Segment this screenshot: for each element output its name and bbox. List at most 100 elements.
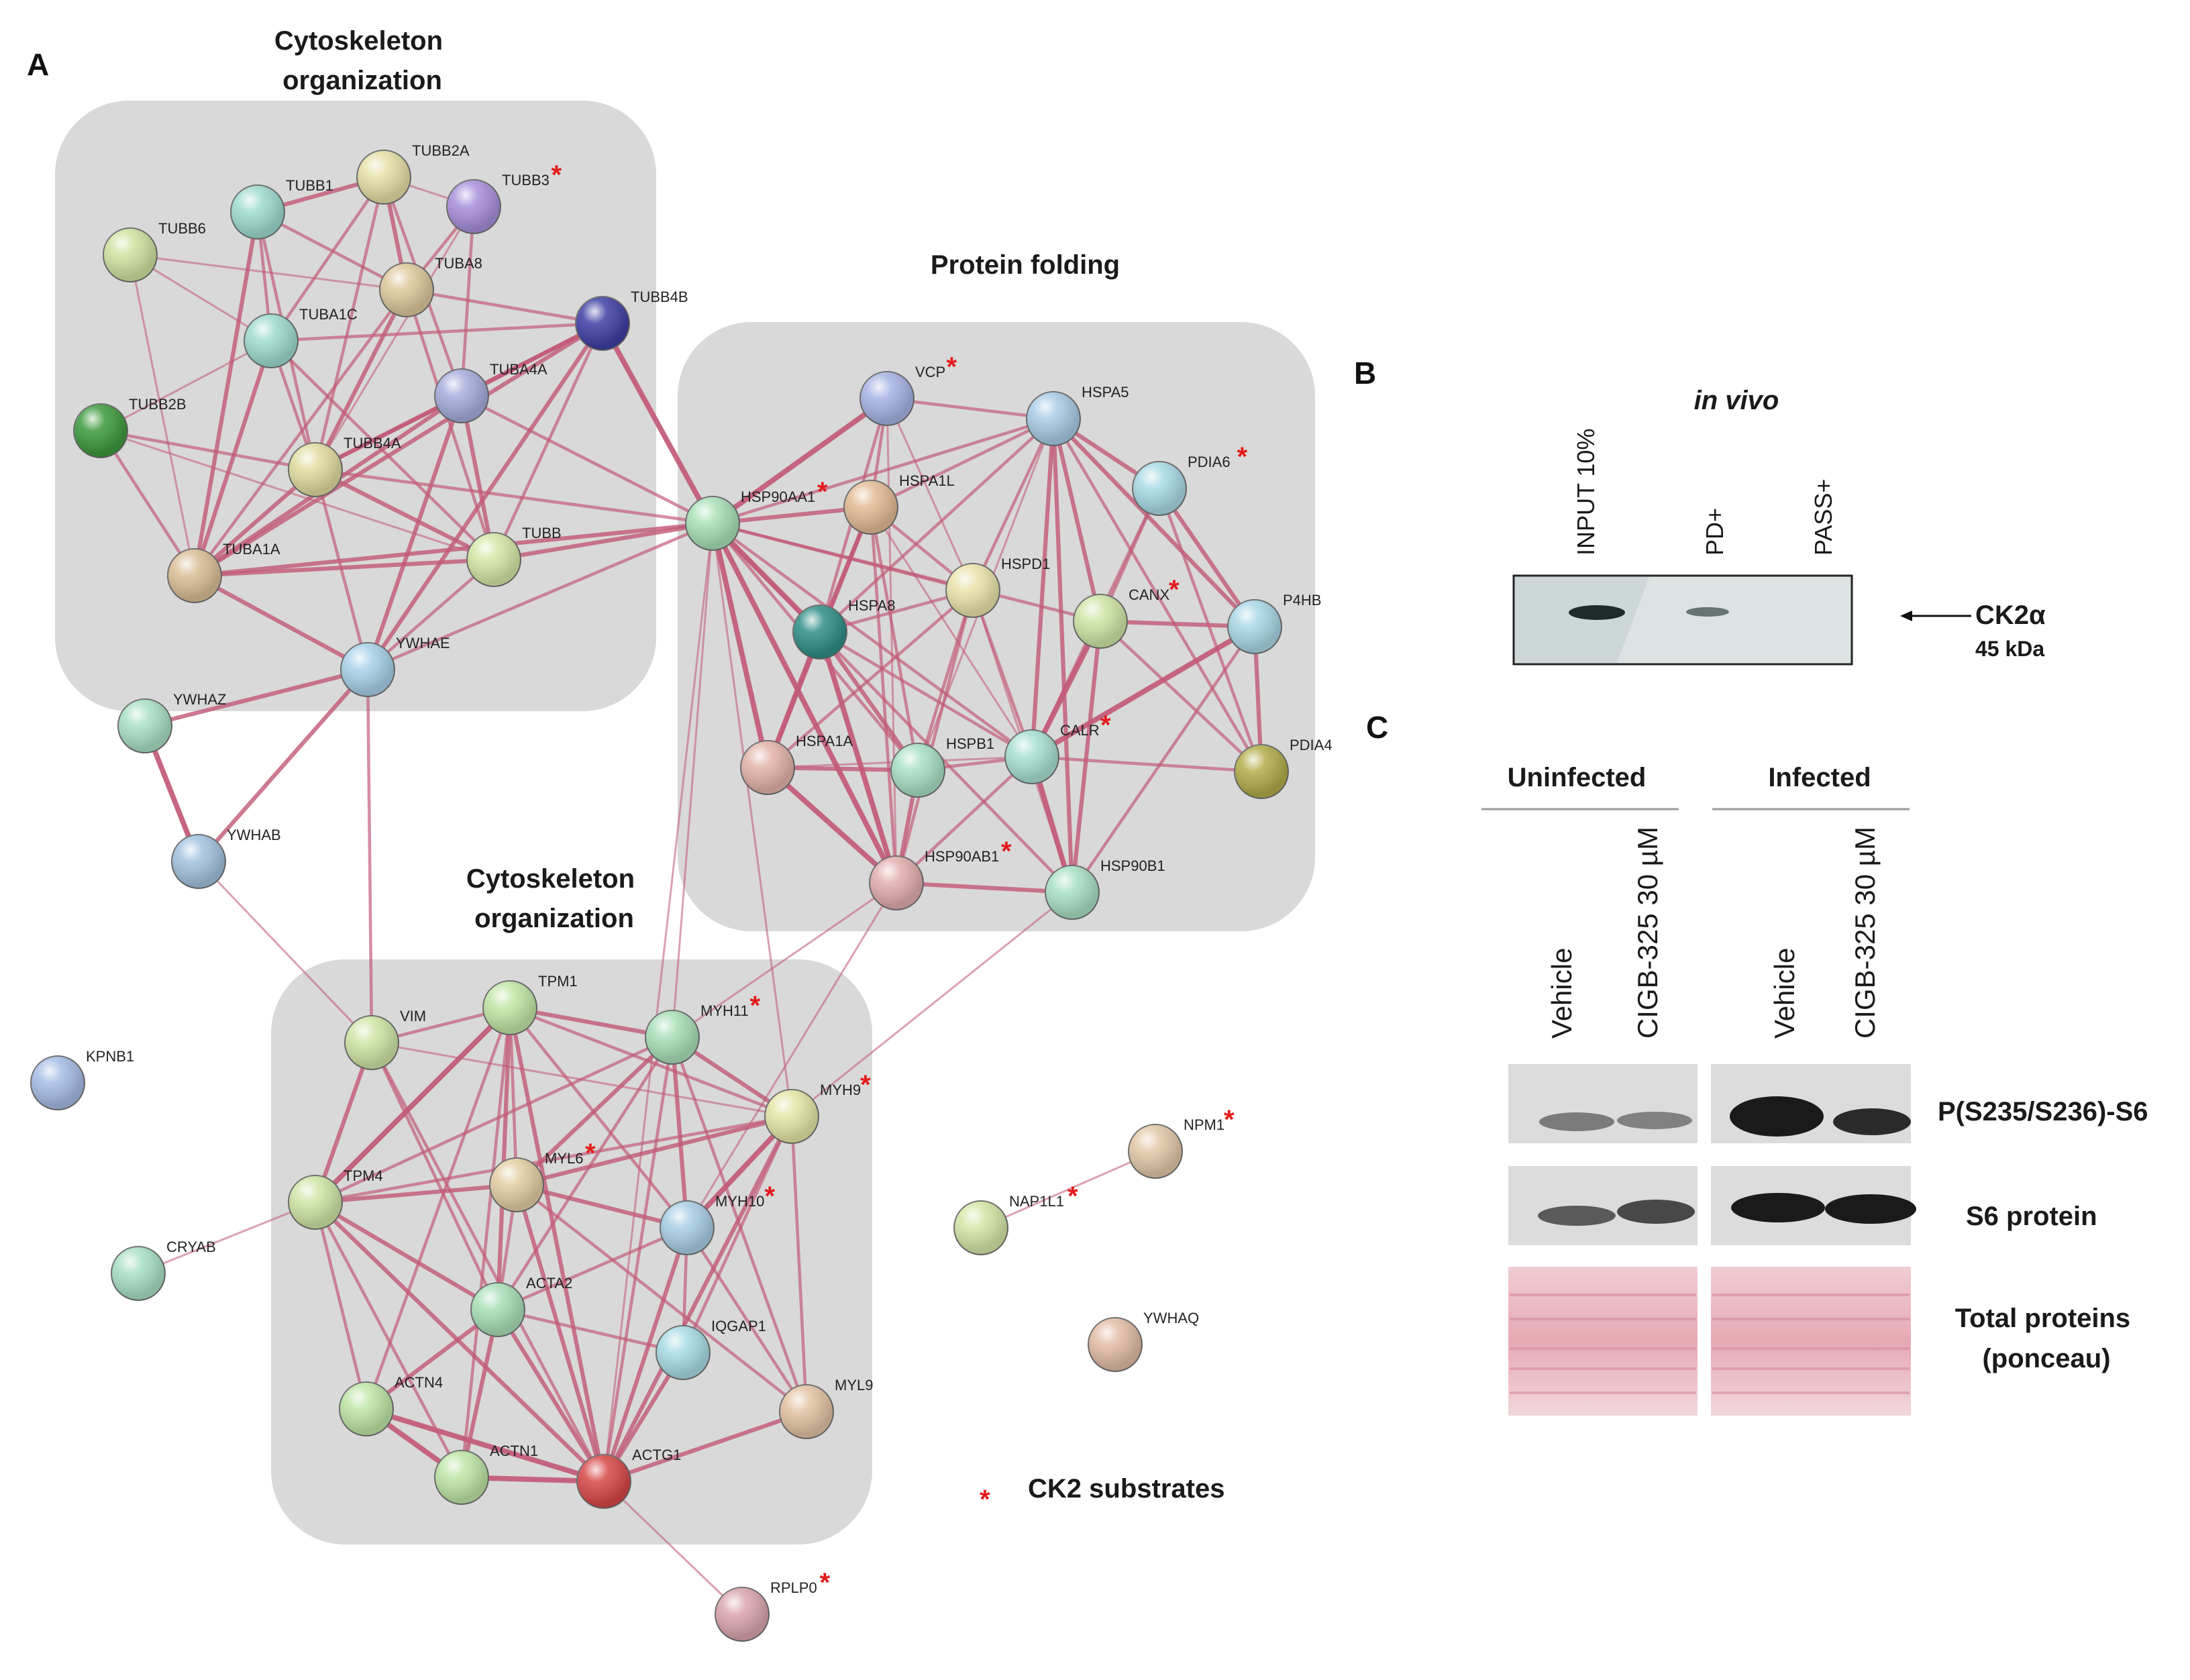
node-hspa8[interactable]: HSPA8 (792, 597, 896, 660)
edge-hspd1-hsp90ab1 (894, 588, 975, 885)
edge-hsp90aa1-calr (711, 521, 1034, 759)
node-label: TUBA1C (299, 306, 358, 323)
node-label: HSPA8 (848, 597, 896, 614)
node-kpnb1[interactable]: KPNB1 (30, 1048, 134, 1110)
edge-hsp90aa1-hspa1a (710, 521, 770, 770)
node-tubb4a[interactable]: TUBB4A (288, 435, 401, 497)
node-hspb1[interactable]: HSPB1 (890, 735, 994, 798)
ck2-substrate-star-icon: * (1224, 1105, 1235, 1135)
node-tubb2b[interactable]: TUBB2B (73, 396, 187, 458)
node-tuba1c[interactable]: TUBA1C (244, 306, 358, 368)
node-nap1l1[interactable]: NAP1L1* (953, 1182, 1078, 1255)
node-myh10[interactable]: MYH10* (660, 1182, 776, 1255)
edge-hsp90ab1-calr (894, 755, 1034, 885)
node-tuba4a[interactable]: TUBA4A (434, 361, 548, 423)
node-tubb1[interactable]: TUBB1 (230, 177, 333, 240)
node-hsp90aa1[interactable]: HSP90AA1* (685, 477, 828, 551)
node-shine (289, 443, 342, 496)
node-shine (844, 480, 898, 534)
node-label: CANX (1129, 586, 1169, 603)
node-actn1[interactable]: ACTN1 (434, 1442, 538, 1505)
blot-c-row-ponceau-label: Total proteins (ponceau) (1955, 1304, 2138, 1373)
edge-tubb2a-tuba1c (269, 175, 386, 343)
node-actn4[interactable]: ACTN4 (339, 1374, 443, 1436)
edge-hspa1l-hspb1 (869, 505, 920, 772)
edge-ywhae-hsp90aa1 (366, 521, 715, 672)
node-myl9[interactable]: MYL9 (779, 1377, 873, 1439)
node-actg1[interactable]: ACTG1 (576, 1447, 681, 1509)
node-shine (1005, 730, 1059, 784)
node-calr[interactable]: CALR* (1004, 711, 1111, 784)
node-myh11[interactable]: MYH11* (645, 991, 761, 1065)
ck2-substrate-star-icon: * (1001, 837, 1012, 866)
node-shine (471, 1283, 525, 1336)
node-iqgap1[interactable]: IQGAP1 (656, 1318, 766, 1380)
edge-tpm1-actg1 (507, 1005, 607, 1484)
cluster-box-cytoskeleton-bottom (271, 959, 872, 1544)
blot-c-lane-2: CIGB-325 30 µM (1632, 827, 1663, 1039)
node-tubb4b[interactable]: TUBB4B (575, 288, 688, 351)
node-hsp90ab1[interactable]: HSP90AB1* (869, 837, 1012, 910)
edge-p4hb-hsp90b1 (1070, 625, 1257, 894)
node-hsp90b1[interactable]: HSP90B1 (1045, 857, 1165, 920)
node-shine (656, 1326, 710, 1379)
node-vcp[interactable]: VCP* (859, 352, 957, 426)
edge-hsp90ab1-hsp90b1 (894, 880, 1075, 895)
node-pdia4[interactable]: PDIA4 (1234, 737, 1333, 799)
node-ywhab[interactable]: YWHAB (171, 827, 281, 889)
node-shine (1027, 392, 1080, 445)
node-p4hb[interactable]: P4HB (1227, 592, 1321, 654)
blot-b-membrane-shade (1515, 577, 1649, 663)
edge-tubb6-tuba1a (129, 254, 196, 577)
edge-tuba1c-tubb4b (269, 321, 605, 343)
node-label: CALR (1060, 722, 1100, 739)
node-shine (860, 372, 914, 425)
edge-hsp90b1-myh9 (790, 891, 1074, 1118)
node-cryab[interactable]: CRYAB (111, 1239, 216, 1301)
node-label: TUBA8 (435, 255, 482, 272)
node-label: HSPA1A (796, 733, 853, 749)
edge-myh11-acta2 (496, 1035, 674, 1312)
node-rplp0[interactable]: RPLP0* (715, 1568, 831, 1642)
node-vim[interactable]: VIM (344, 1008, 426, 1070)
edge-pdia6-p4hb (1157, 486, 1257, 629)
node-tubb[interactable]: TUBB (466, 525, 562, 587)
node-tubb6[interactable]: TUBB6 (103, 220, 206, 282)
node-myl6[interactable]: MYL6* (489, 1139, 596, 1212)
node-hspa1l[interactable]: HSPA1L (843, 472, 955, 535)
node-shine (576, 297, 629, 350)
node-tpm1[interactable]: TPM1 (482, 973, 578, 1035)
node-tuba1a[interactable]: TUBA1A (167, 541, 280, 603)
edge-vim-actg1 (370, 1041, 606, 1483)
node-pdia6[interactable]: PDIA6* (1132, 442, 1248, 516)
node-canx[interactable]: CANX* (1073, 575, 1180, 649)
node-label: TUBA4A (490, 361, 548, 378)
node-acta2[interactable]: ACTA2 (470, 1275, 572, 1337)
node-ywhaq[interactable]: YWHAQ (1088, 1310, 1199, 1372)
edge-hsp90aa1-vcp (710, 396, 890, 526)
node-tuba8[interactable]: TUBA8 (379, 255, 482, 317)
blot-c-ponceau-right (1711, 1267, 1911, 1416)
node-label: MYH10 (715, 1193, 764, 1210)
node-hspa5[interactable]: HSPA5 (1026, 384, 1129, 446)
edge-nap1l1-npm1 (980, 1150, 1157, 1229)
node-ywhaz[interactable]: YWHAZ (117, 691, 226, 753)
edge-myh10-actg1 (601, 1225, 690, 1484)
node-label: MYL9 (835, 1377, 873, 1394)
node-hspa1a[interactable]: HSPA1A (740, 733, 853, 795)
node-label: ACTA2 (526, 1275, 572, 1292)
node-tpm4[interactable]: TPM4 (288, 1167, 383, 1230)
node-tubb2a[interactable]: TUBB2A (356, 142, 470, 205)
blot-c-s6-band-4 (1825, 1194, 1916, 1224)
node-label: HSPA5 (1082, 384, 1129, 401)
node-tubb3[interactable]: TUBB3* (446, 160, 562, 234)
node-npm1[interactable]: NPM1* (1128, 1105, 1235, 1179)
blot-b-title: in vivo (1694, 386, 1779, 415)
node-myh9[interactable]: MYH9* (764, 1070, 871, 1144)
edge-myl6-myl9 (515, 1183, 809, 1414)
node-hspd1[interactable]: HSPD1 (945, 556, 1050, 618)
edge-hsp90aa1-hspa5 (711, 417, 1055, 525)
node-label: HSPA1L (899, 472, 955, 489)
edge-tpm4-actn4 (313, 1200, 368, 1411)
node-ywhae[interactable]: YWHAE (340, 635, 450, 697)
